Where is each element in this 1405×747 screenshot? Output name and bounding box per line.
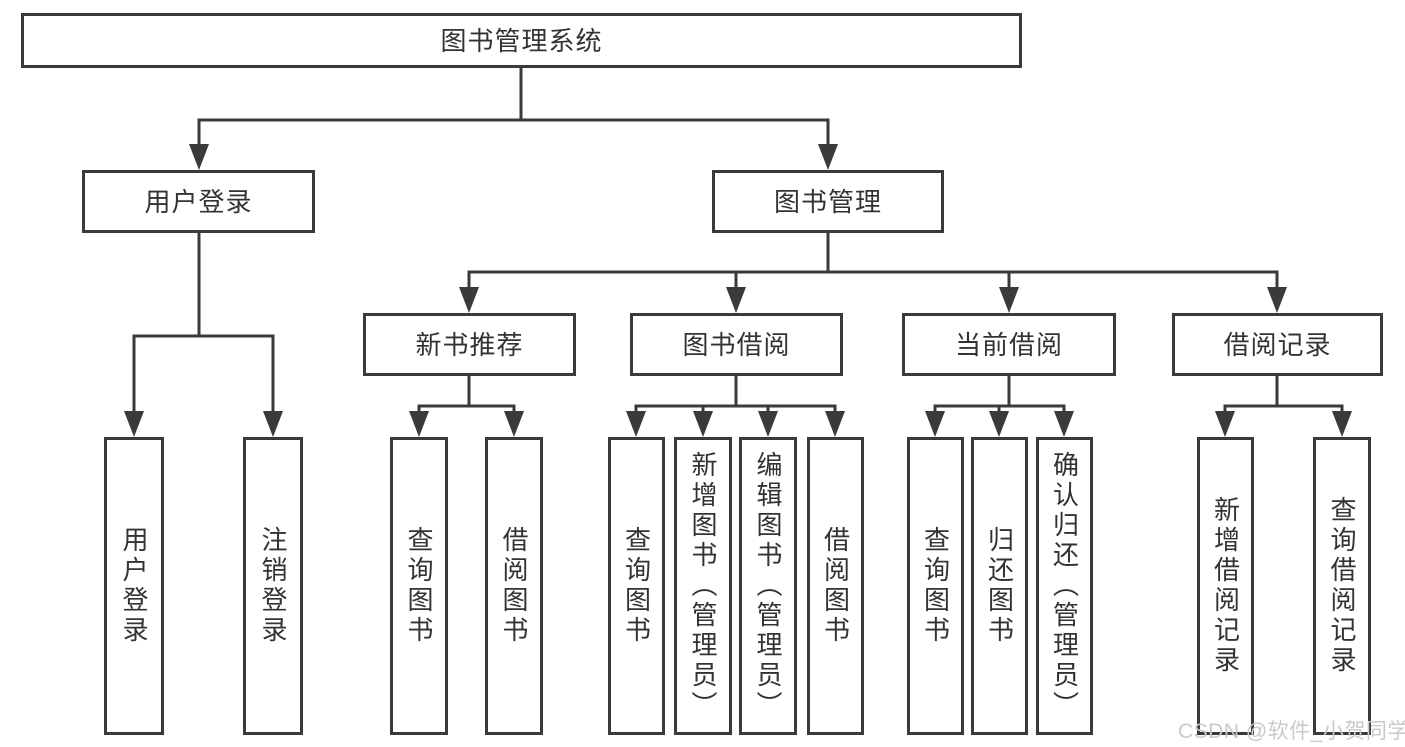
connector-book-borrow-branch [626,376,845,437]
leaf-return-book: 归还图书 [971,437,1028,735]
leaf-query-borrow-record: 查询借阅记录 [1313,437,1371,735]
leaf-query-books-current: 查询图书 [907,437,964,735]
leaf-confirm-return-admin: 确认归还（管理员） [1036,437,1093,735]
connector-borrow-records-branch [1215,376,1352,437]
leaf-query-books-recommend: 查询图书 [390,437,448,735]
leaf-edit-book-admin: 编辑图书（管理员） [739,437,797,735]
node-new-book-recommend: 新书推荐 [363,313,576,376]
node-current-borrow: 当前借阅 [902,313,1116,376]
csdn-watermark: CSDN @软件_小贺同学 [1178,720,1405,743]
node-borrow-records: 借阅记录 [1172,313,1383,376]
connector-root-branch [189,68,838,170]
leaf-add-borrow-record: 新增借阅记录 [1197,437,1254,735]
leaf-add-book-admin: 新增图书（管理员） [674,437,732,735]
node-library-management-system: 图书管理系统 [21,13,1022,68]
leaf-query-books-borrow: 查询图书 [608,437,665,735]
connector-current-borrow-branch [925,376,1074,437]
node-book-borrow: 图书借阅 [630,313,843,376]
node-user-login: 用户登录 [82,170,315,233]
connector-user-login-branch [124,233,283,437]
leaf-logout: 注销登录 [243,437,303,735]
connector-book-management-branch [459,233,1287,313]
leaf-borrow-books-borrow: 借阅图书 [807,437,864,735]
leaf-borrow-books-recommend: 借阅图书 [485,437,543,735]
leaf-user-login: 用户登录 [104,437,164,735]
node-book-management: 图书管理 [712,170,944,233]
connector-new-book-branch [409,376,524,437]
